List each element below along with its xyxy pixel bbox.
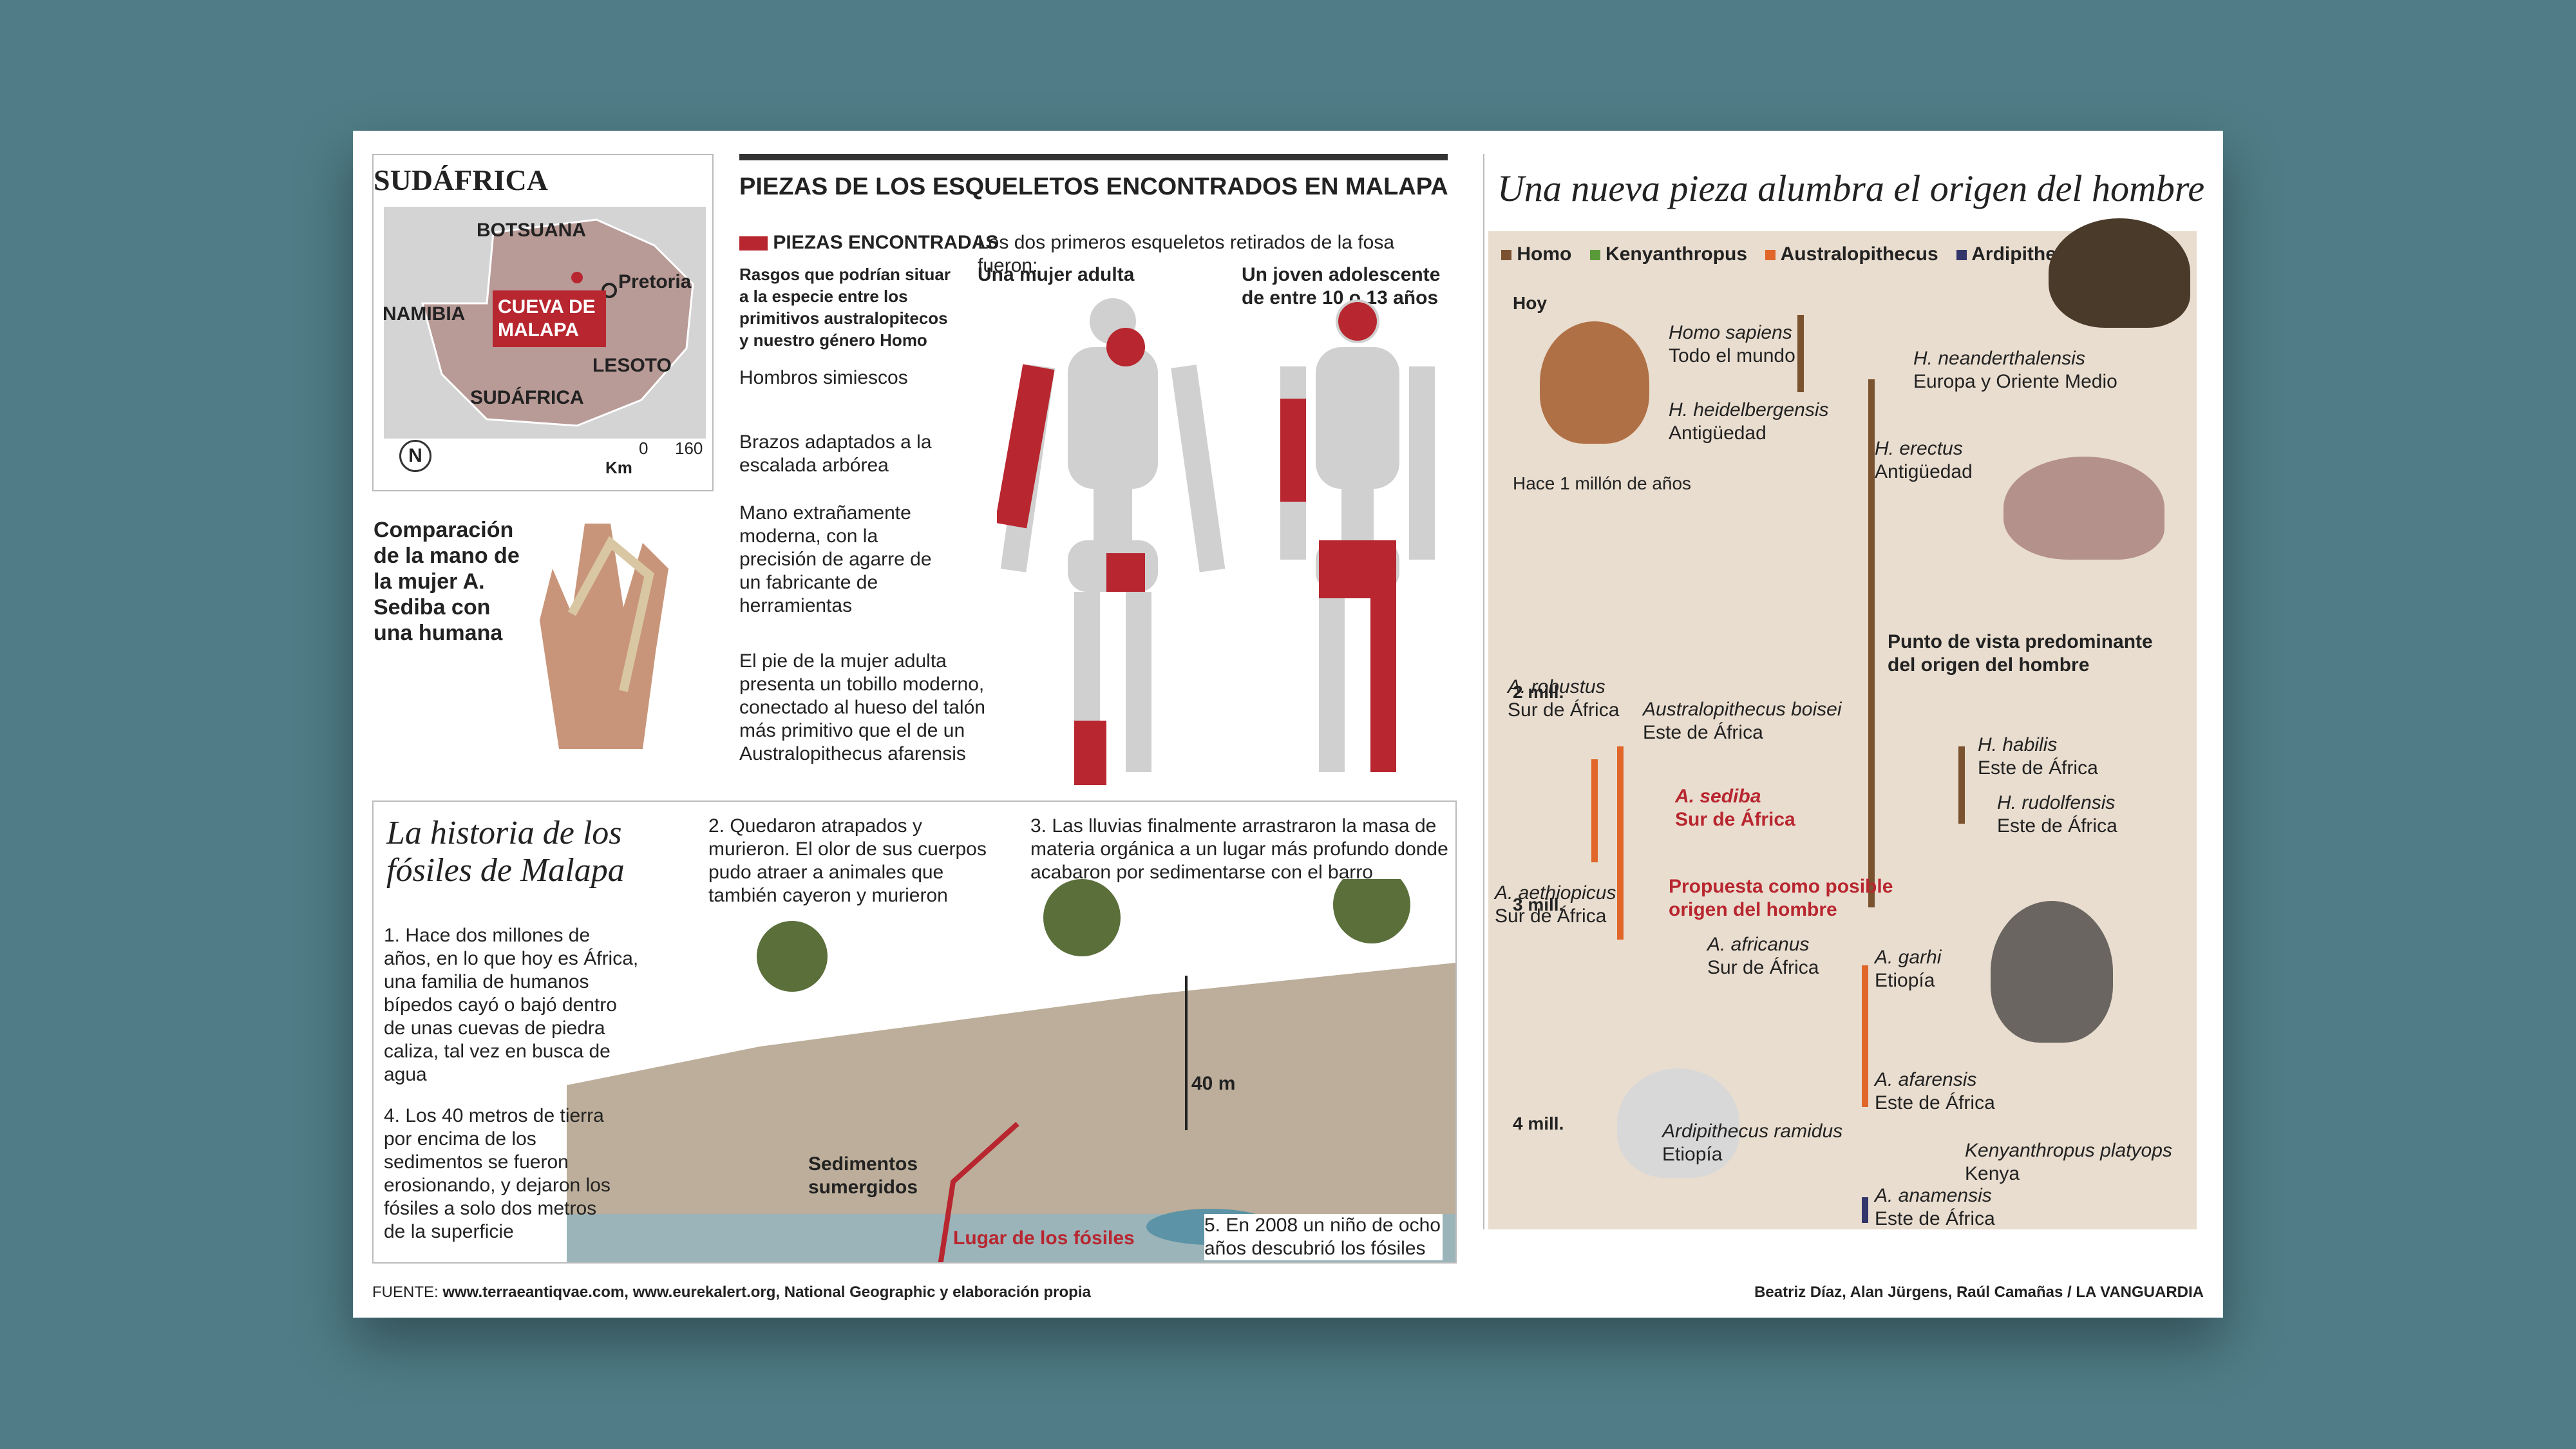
timeline-title: Una nueva pieza alumbra el origen del ho… <box>1497 167 2205 209</box>
hand-photo <box>540 524 668 749</box>
skull-ramidus <box>1617 1068 1739 1178</box>
map-panel: SUDÁFRICA BOTSUANA NAMIBIA SUDÁFRICA LES… <box>372 154 714 491</box>
view-text: Punto de vista predominante del origen d… <box>1888 631 2153 676</box>
legend-kenyanthropus: Kenyanthropus <box>1605 243 1748 265</box>
scale-zero: 0 <box>639 439 649 458</box>
map-label-namibia: NAMIBIA <box>383 303 466 325</box>
footer-source: FUENTE: www.terraeantiqvae.com, www.eure… <box>372 1283 1091 1302</box>
legend-ardipithecus-icon <box>1956 250 1967 260</box>
scale-max: 160 <box>675 439 703 458</box>
footer-credit: Beatriz Díaz, Alan Jürgens, Raúl Camañas… <box>1754 1283 2204 1301</box>
story-step-3: 3. Las lluvias finalmente arrastraron la… <box>1030 815 1448 883</box>
proposal-text: Propuesta como posible origen del hombre <box>1669 876 1893 920</box>
legend-swatch <box>739 236 768 251</box>
landscape-illustration <box>567 879 1455 1262</box>
cave-label: CUEVA DE MALAPA <box>493 290 606 347</box>
skeleton-adult <box>997 298 1226 785</box>
tick-1m: Hace 1 millón de años <box>1513 473 1692 493</box>
map-label-lesoto: LESOTO <box>592 355 672 376</box>
adult-label: Una mujer adulta <box>978 264 1135 285</box>
scale-unit: Km <box>605 458 632 477</box>
skeleton-teen <box>1280 299 1435 772</box>
sediment-label: Sedimentos sumergidos <box>808 1153 918 1198</box>
tick-4m: 4 mill. <box>1513 1113 1564 1133</box>
traits-text: Rasgos que podrían situar a la especie e… <box>739 265 951 350</box>
timeline-panel: Homo Kenyanthropus Australopithecus Ardi… <box>1488 218 2197 1229</box>
bar-habilis <box>1958 746 1965 824</box>
story-step-1: 1. Hace dos millones de años, en lo que … <box>384 925 639 1085</box>
bar-sapiens <box>1797 315 1804 392</box>
skeleton-intro: Los dos primeros esqueletos retirados de… <box>978 232 1395 276</box>
skull-erectus <box>2003 457 2164 560</box>
infographic-card: SUDÁFRICA BOTSUANA NAMIBIA SUDÁFRICA LES… <box>353 131 2223 1318</box>
fossil-site-label: Lugar de los fósiles <box>953 1227 1135 1249</box>
timeline-legend: Homo Kenyanthropus Australopithecus Ardi… <box>1501 243 2090 266</box>
source-text: www.terraeantiqvae.com, www.eurekalert.o… <box>442 1283 1091 1301</box>
story-step-4: 4. Los 40 metros de tierra por encima de… <box>384 1105 611 1242</box>
legend-australopithecus-icon <box>1765 250 1776 260</box>
note-hand: Mano extrañamente moderna, con la precis… <box>739 502 932 616</box>
hand-caption: Comparación de la mano de la mujer A. Se… <box>374 518 520 645</box>
skeleton-section: PIEZAS DE LOS ESQUELETOS ENCONTRADOS EN … <box>739 154 1454 798</box>
note-shoulders: Hombros simiescos <box>739 367 908 388</box>
bar-afarensis <box>1862 965 1868 1107</box>
depth-label: 40 m <box>1191 1073 1236 1094</box>
skull-sapiens <box>1540 321 1649 444</box>
note-arms: Brazos adaptados a la escalada arbórea <box>739 431 932 476</box>
legend-found: PIEZAS ENCONTRADAS <box>739 231 998 254</box>
north-icon: N <box>399 440 431 472</box>
bar-robustus <box>1591 759 1598 862</box>
teen-label: Un joven adolescente de entre 10 o 13 añ… <box>1242 264 1441 308</box>
legend-homo: Homo <box>1517 243 1572 265</box>
tick-3m: 3 mill. <box>1513 895 1564 914</box>
story-section: La historia de los fósiles de Malapa 1. … <box>372 800 1457 1264</box>
note-foot: El pie de la mujer adulta presenta un to… <box>739 650 985 764</box>
bar-boisei <box>1617 746 1624 940</box>
legend-australopithecus: Australopithecus <box>1780 243 1938 265</box>
story-step-5: 5. En 2008 un niño de ocho años descubri… <box>1204 1214 1443 1260</box>
skull-neanderthal <box>2049 218 2190 328</box>
source-label: FUENTE: <box>372 1283 439 1301</box>
map-title: SUDÁFRICA <box>374 164 548 196</box>
bar-erectus <box>1868 379 1875 907</box>
tick-2m: 2 mill. <box>1513 682 1564 702</box>
story-step-2: 2. Quedaron atrapados y murieron. El olo… <box>708 815 987 906</box>
bar-ardipithecus <box>1862 1197 1868 1223</box>
map-label-botsuana: BOTSUANA <box>477 220 586 241</box>
map-city-pretoria: Pretoria <box>618 271 692 292</box>
legend-kenyanthropus-icon <box>1589 250 1600 260</box>
skull-afarensis <box>1991 901 2113 1043</box>
tick-hoy: Hoy <box>1513 293 1547 313</box>
map-label-sudafrica: SUDÁFRICA <box>470 387 584 408</box>
story-title: La historia de los fósiles de Malapa <box>386 815 625 889</box>
timeline-section: Una nueva pieza alumbra el origen del ho… <box>1483 154 2206 1229</box>
skeleton-title: PIEZAS DE LOS ESQUELETOS ENCONTRADOS EN … <box>739 173 1448 200</box>
legend-found-label: PIEZAS ENCONTRADAS <box>773 232 999 253</box>
legend-homo-icon <box>1501 250 1511 260</box>
